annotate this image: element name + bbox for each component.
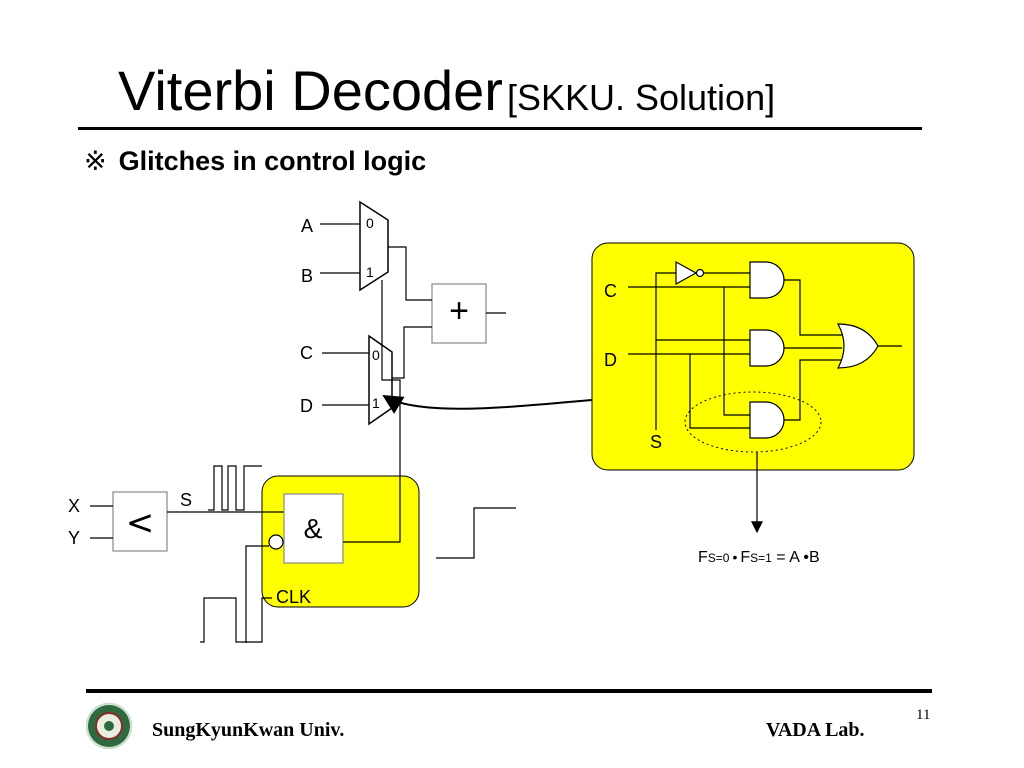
comparator-symbol: < [126, 503, 155, 543]
zoom-arrow [382, 394, 593, 414]
adder-symbol: + [449, 292, 469, 330]
glitch-waveform [208, 465, 262, 511]
latch-block: & CLK [268, 493, 344, 607]
circuit-diagram: 0 1 A B 0 1 C D + < X Y S & [68, 200, 915, 643]
mux-2: 0 1 C D [300, 334, 393, 426]
latch-symbol: & [304, 513, 323, 544]
comparator-input-y: Y [68, 528, 80, 548]
footer-university: SungKyunKwan Univ. [152, 719, 345, 741]
page-number: 11 [916, 707, 931, 723]
bullet-text: Glitches in control logic [118, 146, 427, 176]
formula-sub1: S=0 [708, 551, 730, 565]
formula: FS=0•FS=1 = A •B [698, 549, 820, 566]
comparator-block: < X Y S [68, 490, 192, 552]
and-gate-2 [749, 329, 785, 367]
detail-input-c: C [604, 281, 617, 301]
footer-lab: VADA Lab. [766, 719, 865, 741]
formula-dot: • [732, 549, 737, 565]
wire-clock-to-latch [245, 545, 269, 643]
comparator-input-x: X [68, 496, 80, 516]
mux-1: 0 1 A B [301, 200, 389, 292]
formula-f1: F [698, 549, 708, 566]
wire-select-line [365, 280, 401, 543]
comparator-output-label: S [180, 490, 192, 510]
output-step-waveform [436, 507, 516, 559]
mux-2-input-c: C [300, 343, 313, 363]
and-gate-3 [749, 401, 785, 439]
title-underline [78, 127, 922, 130]
formula-rest: = A •B [772, 549, 820, 566]
formula-f2: F [740, 549, 750, 566]
wire-mux1-to-adder [388, 246, 432, 301]
clock-label: CLK [276, 587, 311, 607]
mux-1-input-a: A [301, 216, 313, 236]
formula-sub2: S=1 [750, 551, 772, 565]
title-main: Viterbi Decoder [118, 59, 503, 122]
detail-input-d: D [604, 350, 617, 370]
mux-2-select-0: 0 [372, 347, 380, 363]
detail-logic: C D S [604, 260, 902, 453]
adder-block: + [431, 283, 487, 344]
reference-mark-icon: ※ [84, 146, 107, 177]
or-gate [836, 323, 879, 369]
glitch-gate-highlight [684, 391, 822, 453]
detail-select-s: S [650, 432, 662, 452]
title-suffix: [SKKU. Solution] [506, 77, 776, 118]
slide-title: Viterbi Decoder [SKKU. Solution] [118, 58, 775, 123]
mux-1-input-b: B [301, 266, 313, 286]
mux-1-select-1: 1 [366, 264, 374, 280]
wire-mux2-to-adder [392, 326, 432, 379]
mux-1-select-0: 0 [366, 215, 374, 231]
and-gate-1 [749, 261, 785, 299]
mux-2-input-d: D [300, 396, 313, 416]
footer-divider [86, 689, 932, 693]
university-logo-icon [86, 703, 132, 749]
mux-2-select-1: 1 [372, 395, 380, 411]
bullet-point: ※ Glitches in control logic [84, 146, 426, 177]
clock-waveform [200, 597, 272, 643]
